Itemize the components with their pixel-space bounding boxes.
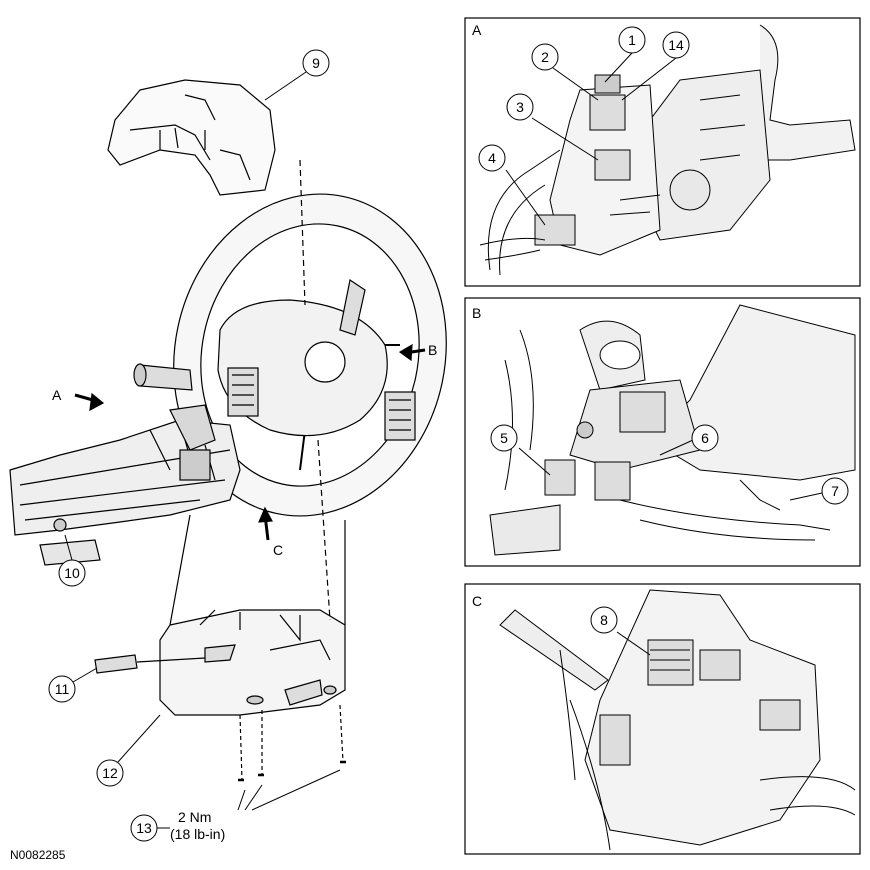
- callout-1: 1: [618, 26, 646, 54]
- steering-column: [9, 419, 241, 536]
- view-arrow-label-b: B: [428, 342, 437, 358]
- svg-text:6: 6: [701, 430, 709, 446]
- view-arrow-label-a: A: [52, 387, 62, 403]
- svg-text:10: 10: [64, 565, 80, 581]
- svg-text:13: 13: [136, 820, 152, 836]
- main-view: [9, 79, 447, 782]
- callout-8: 8: [590, 606, 618, 634]
- svg-text:8: 8: [600, 612, 608, 628]
- callout-12: 12: [96, 714, 161, 787]
- svg-text:12: 12: [102, 765, 118, 781]
- torque-metric: 2 Nm: [178, 809, 211, 825]
- screw-11: [94, 654, 138, 674]
- airbag-module: [217, 299, 388, 437]
- detail-panel-a: A: [464, 17, 861, 287]
- callout-14: 14: [662, 31, 690, 59]
- panel-letter-c: C: [472, 593, 482, 609]
- view-arrow-label-c: C: [273, 542, 283, 558]
- svg-text:2: 2: [541, 49, 549, 65]
- figure-reference-id: N0082285: [10, 848, 66, 862]
- panel-letter-b: B: [472, 305, 481, 321]
- upper-shroud: [107, 79, 276, 196]
- callout-4: 4: [478, 144, 506, 172]
- callout-7: 7: [821, 477, 849, 505]
- callout-2: 2: [531, 43, 559, 71]
- svg-text:1: 1: [628, 32, 636, 48]
- detail-panel-b: B: [464, 297, 861, 567]
- svg-text:9: 9: [312, 55, 320, 71]
- callout-10: 10: [58, 534, 86, 587]
- detail-panel-c: C: [464, 583, 861, 855]
- svg-text:4: 4: [488, 150, 496, 166]
- horn-pad-center: [304, 341, 346, 383]
- svg-text:11: 11: [55, 681, 70, 697]
- panel-letter-a: A: [472, 22, 482, 38]
- torque-imperial: (18 lb-in): [170, 826, 225, 842]
- callout-13: 13: [130, 769, 341, 842]
- callout-3: 3: [506, 93, 534, 121]
- svg-text:14: 14: [668, 37, 684, 53]
- callout-9: 9: [264, 49, 330, 101]
- svg-text:7: 7: [831, 483, 839, 499]
- callouts: 1 2 3 4 5 6 7 8: [48, 26, 849, 842]
- svg-text:3: 3: [516, 99, 524, 115]
- callout-5: 5: [490, 424, 518, 452]
- svg-text:5: 5: [500, 430, 508, 446]
- callout-6: 6: [691, 424, 719, 452]
- callout-11: 11: [48, 667, 98, 703]
